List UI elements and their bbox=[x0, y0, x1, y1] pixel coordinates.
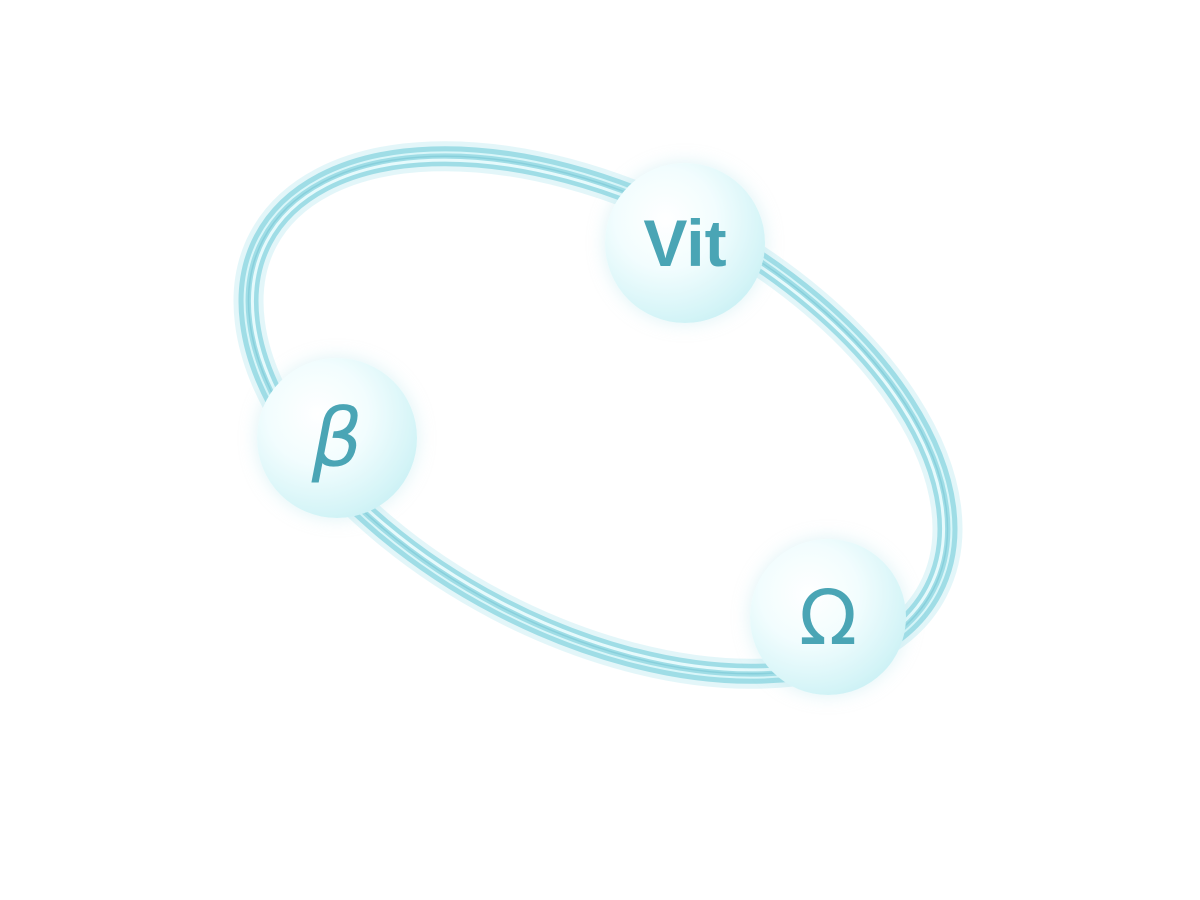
omega-node: Ω bbox=[750, 539, 906, 695]
omega-label: Ω bbox=[798, 572, 858, 662]
vitamin-node: Vit bbox=[605, 163, 765, 323]
vitamin-label: Vit bbox=[643, 206, 727, 280]
beta-label: β bbox=[311, 391, 363, 485]
beta-node: β bbox=[257, 358, 417, 518]
